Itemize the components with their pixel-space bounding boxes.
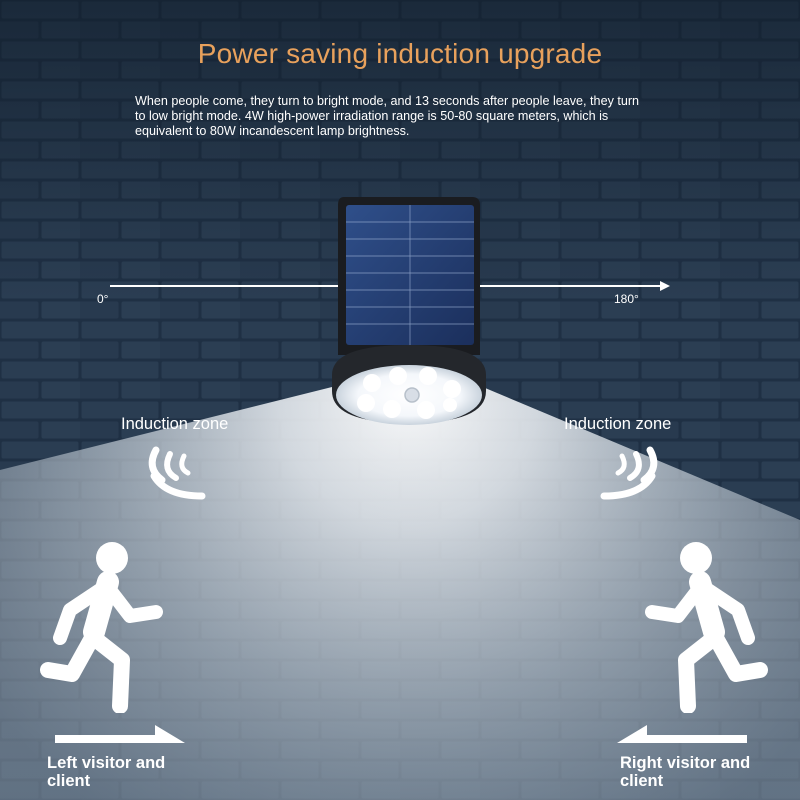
- feature-description: When people come, they turn to bright mo…: [135, 94, 640, 138]
- direction-arrow-icon: [617, 725, 747, 743]
- angle-left-label: 0°: [97, 292, 109, 306]
- right-visitor-label: Right visitor and client: [620, 754, 751, 790]
- angle-axis-line: [110, 281, 670, 291]
- direction-arrow-icon: [55, 725, 185, 743]
- running-person-icon: [40, 542, 163, 713]
- angle-right-label: 180°: [614, 292, 639, 306]
- induction-zone-left-label: Induction zone: [121, 415, 229, 433]
- induction-zone-right-label: Induction zone: [564, 415, 672, 433]
- solar-lamp-image: [332, 197, 486, 425]
- running-person-icon: [645, 542, 768, 713]
- motion-wave-icon: [600, 446, 658, 500]
- left-visitor-label: Left visitor and client: [47, 754, 166, 790]
- page-title: Power saving induction upgrade: [197, 38, 603, 69]
- led-beads: [357, 367, 461, 419]
- motion-sensor: [404, 387, 420, 403]
- motion-wave-icon: [148, 446, 206, 500]
